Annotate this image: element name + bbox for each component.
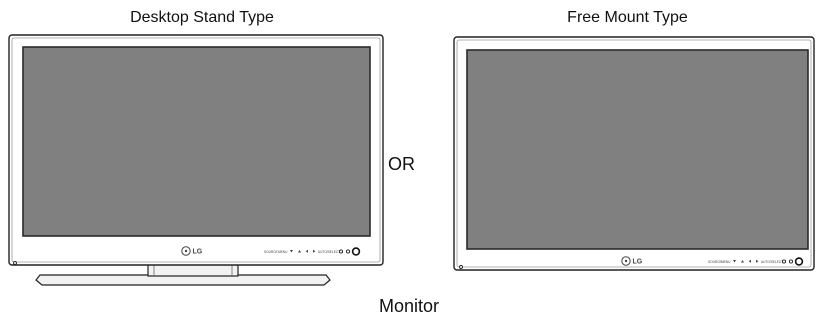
free-mount-monitor: LG SOURCE MENU AUTO/SELECT [453, 36, 815, 271]
monitor-caption: Monitor [378, 296, 440, 316]
sensor-dot [459, 265, 463, 269]
lg-logo-icon: LG [181, 246, 203, 256]
brand-logo-text: LG [633, 259, 643, 266]
brand-logo-text: LG [193, 249, 203, 256]
power-button-icon [351, 247, 361, 256]
lg-logo-icon: LG [621, 256, 643, 266]
left-arrow-icon [748, 259, 751, 263]
auto-select-button-label: AUTO/SELECT [761, 260, 783, 264]
monitor-screen [466, 49, 809, 250]
indicator-dot [781, 259, 787, 264]
up-arrow-icon [298, 250, 301, 253]
menu-button-label: MENU [721, 260, 731, 264]
free-mount-type-label: Free Mount Type [567, 9, 688, 26]
desktop-stand-type-label: Desktop Stand Type [130, 9, 274, 26]
right-arrow-icon [313, 249, 316, 253]
indicator-dot [788, 259, 794, 264]
power-button-icon [794, 257, 804, 266]
indicator-dot [338, 249, 344, 254]
up-arrow-icon [741, 260, 744, 263]
front-control-strip: SOURCE MENU AUTO/SELECT [708, 257, 804, 266]
left-arrow-icon [305, 249, 308, 253]
sensor-dot [13, 261, 17, 265]
monitor-screen [22, 46, 371, 237]
indicator-dot [345, 249, 351, 254]
right-arrow-icon [756, 259, 759, 263]
stand-base [35, 274, 331, 286]
desktop-stand-monitor: LG SOURCE MENU AUTO/SELECT [8, 34, 384, 286]
menu-button-label: MENU [278, 250, 288, 254]
or-label: OR [388, 154, 415, 174]
down-arrow-icon [733, 260, 736, 263]
monitor-stand [35, 262, 331, 286]
down-arrow-icon [290, 250, 293, 253]
source-button-label: SOURCE [708, 260, 722, 264]
front-control-strip: SOURCE MENU AUTO/SELECT [264, 247, 361, 256]
source-button-label: SOURCE [264, 250, 278, 254]
auto-select-button-label: AUTO/SELECT [318, 250, 340, 254]
